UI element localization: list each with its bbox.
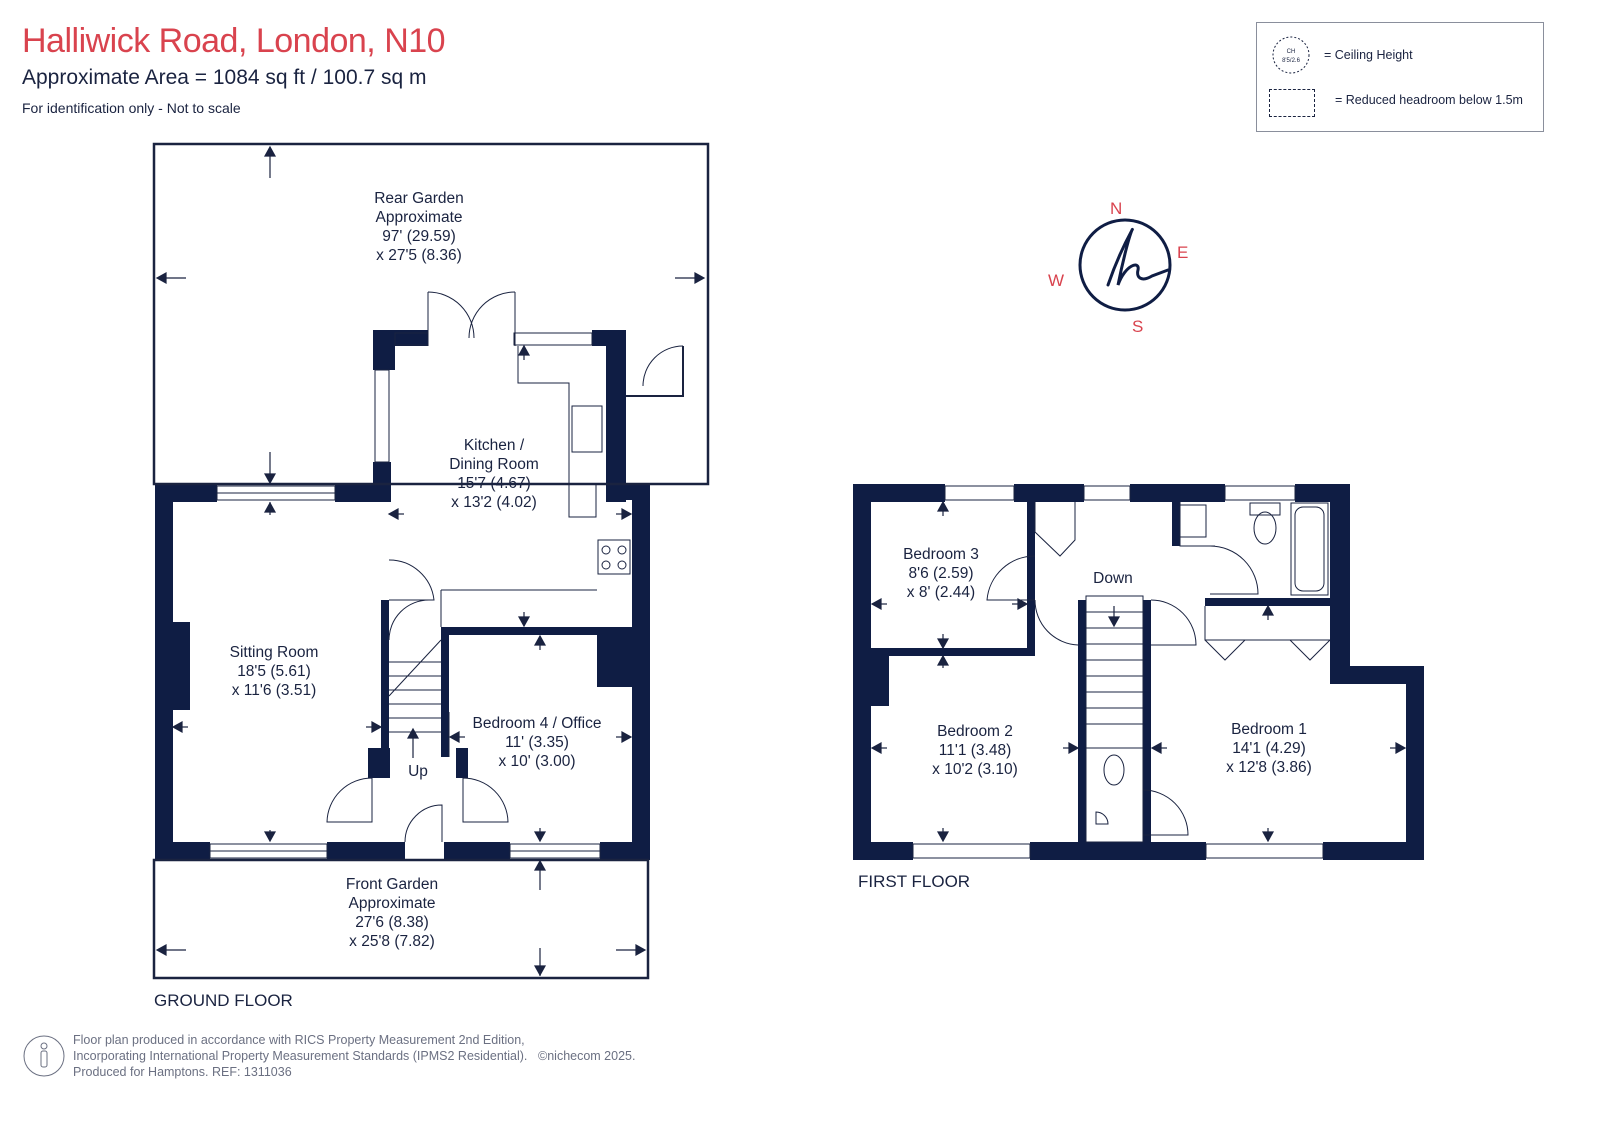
sitting-room-name: Sitting Room xyxy=(229,644,319,661)
legend: CH 8'5/2.6 = Ceiling Height = Reduced he… xyxy=(1256,22,1544,132)
kitchen-name: Kitchen / xyxy=(463,437,525,454)
rear-garden-label: Rear Garden Approximate 97' (29.59) x 27… xyxy=(355,189,483,265)
front-garden-length: 27'6 (8.38) xyxy=(355,914,429,931)
bedroom3-width: x 8' (2.44) xyxy=(906,584,976,601)
ceiling-height-label: = Ceiling Height xyxy=(1324,48,1413,62)
footer-notes: Floor plan produced in accordance with R… xyxy=(73,1032,527,1080)
kitchen-name-2: Dining Room xyxy=(449,456,539,473)
bedroom1-name: Bedroom 1 xyxy=(1231,721,1307,738)
compass-n: N xyxy=(1110,199,1122,218)
front-garden-label: Front Garden Approximate 27'6 (8.38) x 2… xyxy=(332,875,452,951)
bedroom1-length: 14'1 (4.29) xyxy=(1232,740,1306,757)
bedroom2-name: Bedroom 2 xyxy=(937,723,1013,740)
front-garden-name: Front Garden xyxy=(345,876,439,893)
bedroom3-name: Bedroom 3 xyxy=(903,546,979,563)
bedroom2-width: x 10'2 (3.10) xyxy=(932,761,1018,778)
sitting-room-label: Sitting Room 18'5 (5.61) x 11'6 (3.51) xyxy=(214,643,334,700)
info-person-icon xyxy=(23,1035,65,1077)
bedroom4-length: 11' (3.35) xyxy=(505,734,569,751)
kitchen-length: 15'7 (4.67) xyxy=(457,475,531,492)
svg-text:8'5/2.6: 8'5/2.6 xyxy=(1282,58,1300,64)
compass: N E S W xyxy=(1048,199,1188,336)
compass-w: W xyxy=(1048,271,1064,290)
bedroom1-width: x 12'8 (3.86) xyxy=(1226,759,1312,776)
stairs-down-label: Down xyxy=(1093,570,1133,587)
kitchen-label: Kitchen / Dining Room 15'7 (4.67) x 13'2… xyxy=(434,436,554,512)
rear-garden-length: 97' (29.59) xyxy=(382,228,456,245)
h-logo-icon xyxy=(1106,227,1170,287)
svg-text:CH: CH xyxy=(1287,49,1296,55)
ground-floor-label: GROUND FLOOR xyxy=(154,991,293,1010)
bedroom1-label: Bedroom 1 14'1 (4.29) x 12'8 (3.86) xyxy=(1214,720,1324,777)
rear-garden-approx: Approximate xyxy=(375,209,463,226)
disclaimer: For identification only - Not to scale xyxy=(22,100,241,116)
footer-line-1: Floor plan produced in accordance with R… xyxy=(73,1033,525,1047)
bedroom3-length: 8'6 (2.59) xyxy=(908,565,974,582)
compass-e: E xyxy=(1177,243,1188,262)
sitting-room-length: 18'5 (5.61) xyxy=(237,663,311,680)
bedroom4-width: x 10' (3.00) xyxy=(498,753,576,770)
page-title: Halliwick Road, London, N10 xyxy=(22,22,446,60)
reduced-headroom-label: = Reduced headroom below 1.5m xyxy=(1335,93,1523,107)
stairs-up-label: Up xyxy=(408,763,428,780)
bedroom3-label: Bedroom 3 8'6 (2.59) x 8' (2.44) xyxy=(886,545,996,602)
rear-garden-name: Rear Garden xyxy=(374,190,464,207)
footer-line-2: Incorporating International Property Mea… xyxy=(73,1049,528,1063)
bedroom4-label: Bedroom 4 / Office 11' (3.35) x 10' (3.0… xyxy=(462,714,612,771)
rear-garden-width: x 27'5 (8.36) xyxy=(376,247,462,264)
footer-line-3: Produced for Hamptons. REF: 1311036 xyxy=(73,1065,292,1079)
ceiling-height-icon: CH 8'5/2.6 xyxy=(1272,36,1310,74)
approximate-area: Approximate Area = 1084 sq ft / 100.7 sq… xyxy=(22,66,427,89)
kitchen-width: x 13'2 (4.02) xyxy=(451,494,537,511)
bedroom2-length: 11'1 (3.48) xyxy=(938,742,1012,759)
front-garden-width: x 25'8 (7.82) xyxy=(349,933,435,950)
front-garden-approx: Approximate xyxy=(348,895,436,912)
compass-s: S xyxy=(1132,317,1143,336)
sitting-room-width: x 11'6 (3.51) xyxy=(231,682,317,699)
bedroom2-label: Bedroom 2 11'1 (3.48) x 10'2 (3.10) xyxy=(920,722,1030,779)
brand-credit: ©nichecom 2025. xyxy=(538,1049,636,1063)
reduced-headroom-icon xyxy=(1269,89,1315,117)
bedroom4-name: Bedroom 4 / Office xyxy=(472,715,602,732)
first-floor-label: FIRST FLOOR xyxy=(858,872,971,891)
